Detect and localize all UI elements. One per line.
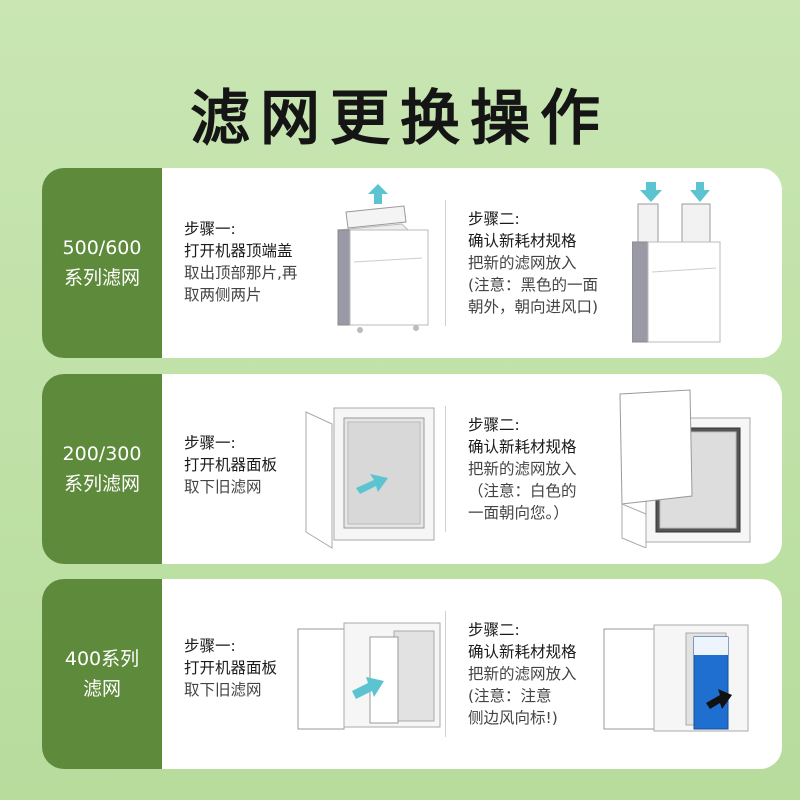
step-label: 步骤一: <box>184 637 236 655</box>
category-line: 500/600 <box>62 237 142 259</box>
step-desc: (注意：黑色的一面 <box>468 276 599 294</box>
step-divider <box>445 200 446 326</box>
step-action: 打开机器面板 <box>184 659 278 677</box>
filter-card-500-600: 500/600 系列滤网 步骤一: 打开机器顶端盖 取出顶部那片,再 取两侧两片… <box>42 168 782 358</box>
step-label: 步骤一: <box>184 434 236 452</box>
step-desc: 把新的滤网放入 <box>468 665 577 683</box>
purifier-top-open-illustration <box>336 184 429 333</box>
step-desc: 取下旧滤网 <box>184 681 262 699</box>
step-desc: 取两侧两片 <box>184 286 262 304</box>
step-desc: (注意：注意 <box>468 687 552 705</box>
step-label: 步骤二: <box>468 210 520 228</box>
page-title: 滤网更换操作 <box>190 84 610 154</box>
step-action: 打开机器面板 <box>184 456 278 474</box>
category-line: 系列滤网 <box>63 267 140 289</box>
category-line: 滤网 <box>82 678 121 700</box>
category-label: 400系列 滤网 <box>42 579 162 769</box>
filter-card-400: 400系列 滤网 步骤一: 打开机器面板 取下旧滤网 步骤二: 确认新耗材规格 … <box>42 579 782 769</box>
step-action: 确认新耗材规格 <box>468 438 577 456</box>
category-line: 400系列 <box>64 648 140 670</box>
step-divider <box>445 406 446 532</box>
step-divider <box>445 611 446 737</box>
category-line: 200/300 <box>62 443 142 465</box>
step-desc: 把新的滤网放入 <box>468 460 577 478</box>
purifier-panel-open-illustration <box>305 407 435 549</box>
step-label: 步骤二: <box>468 416 520 434</box>
category-label: 500/600 系列滤网 <box>42 168 162 358</box>
step-action: 确认新耗材规格 <box>468 232 577 250</box>
category-line: 系列滤网 <box>63 473 140 495</box>
step-action: 确认新耗材规格 <box>468 643 577 661</box>
filter-card-200-300: 200/300 系列滤网 步骤一: 打开机器面板 取下旧滤网 步骤二: 确认新耗… <box>42 374 782 564</box>
step-two: 步骤二: 确认新耗材规格 把新的滤网放入 (注意：注意 侧边风向标!) <box>468 619 577 729</box>
step-action: 打开机器顶端盖 <box>184 242 293 260</box>
step-one: 步骤一: 打开机器顶端盖 取出顶部那片,再 取两侧两片 <box>184 218 297 306</box>
step-label: 步骤二: <box>468 621 520 639</box>
step-desc: 侧边风向标!) <box>468 709 558 727</box>
step-desc: 取出顶部那片,再 <box>184 264 298 282</box>
purifier-400-panel-open-illustration <box>297 622 441 730</box>
step-desc: 朝外，朝向进风口) <box>468 298 599 316</box>
step-desc: 把新的滤网放入 <box>468 254 577 272</box>
purifier-insert-filters-illustration <box>632 182 721 343</box>
step-two: 步骤二: 确认新耗材规格 把新的滤网放入 （注意：白色的 一面朝向您。） <box>468 414 577 524</box>
purifier-white-filter-insert-illustration <box>619 389 751 548</box>
step-desc: 一面朝向您。） <box>468 504 569 522</box>
step-two: 步骤二: 确认新耗材规格 把新的滤网放入 (注意：黑色的一面 朝外，朝向进风口) <box>468 208 598 318</box>
purifier-400-blue-filter-insert-illustration <box>603 624 749 732</box>
step-desc: 取下旧滤网 <box>184 478 262 496</box>
step-desc: （注意：白色的 <box>468 482 577 500</box>
step-one: 步骤一: 打开机器面板 取下旧滤网 <box>184 635 277 701</box>
step-one: 步骤一: 打开机器面板 取下旧滤网 <box>184 432 277 498</box>
step-label: 步骤一: <box>184 220 236 238</box>
category-label: 200/300 系列滤网 <box>42 374 162 564</box>
